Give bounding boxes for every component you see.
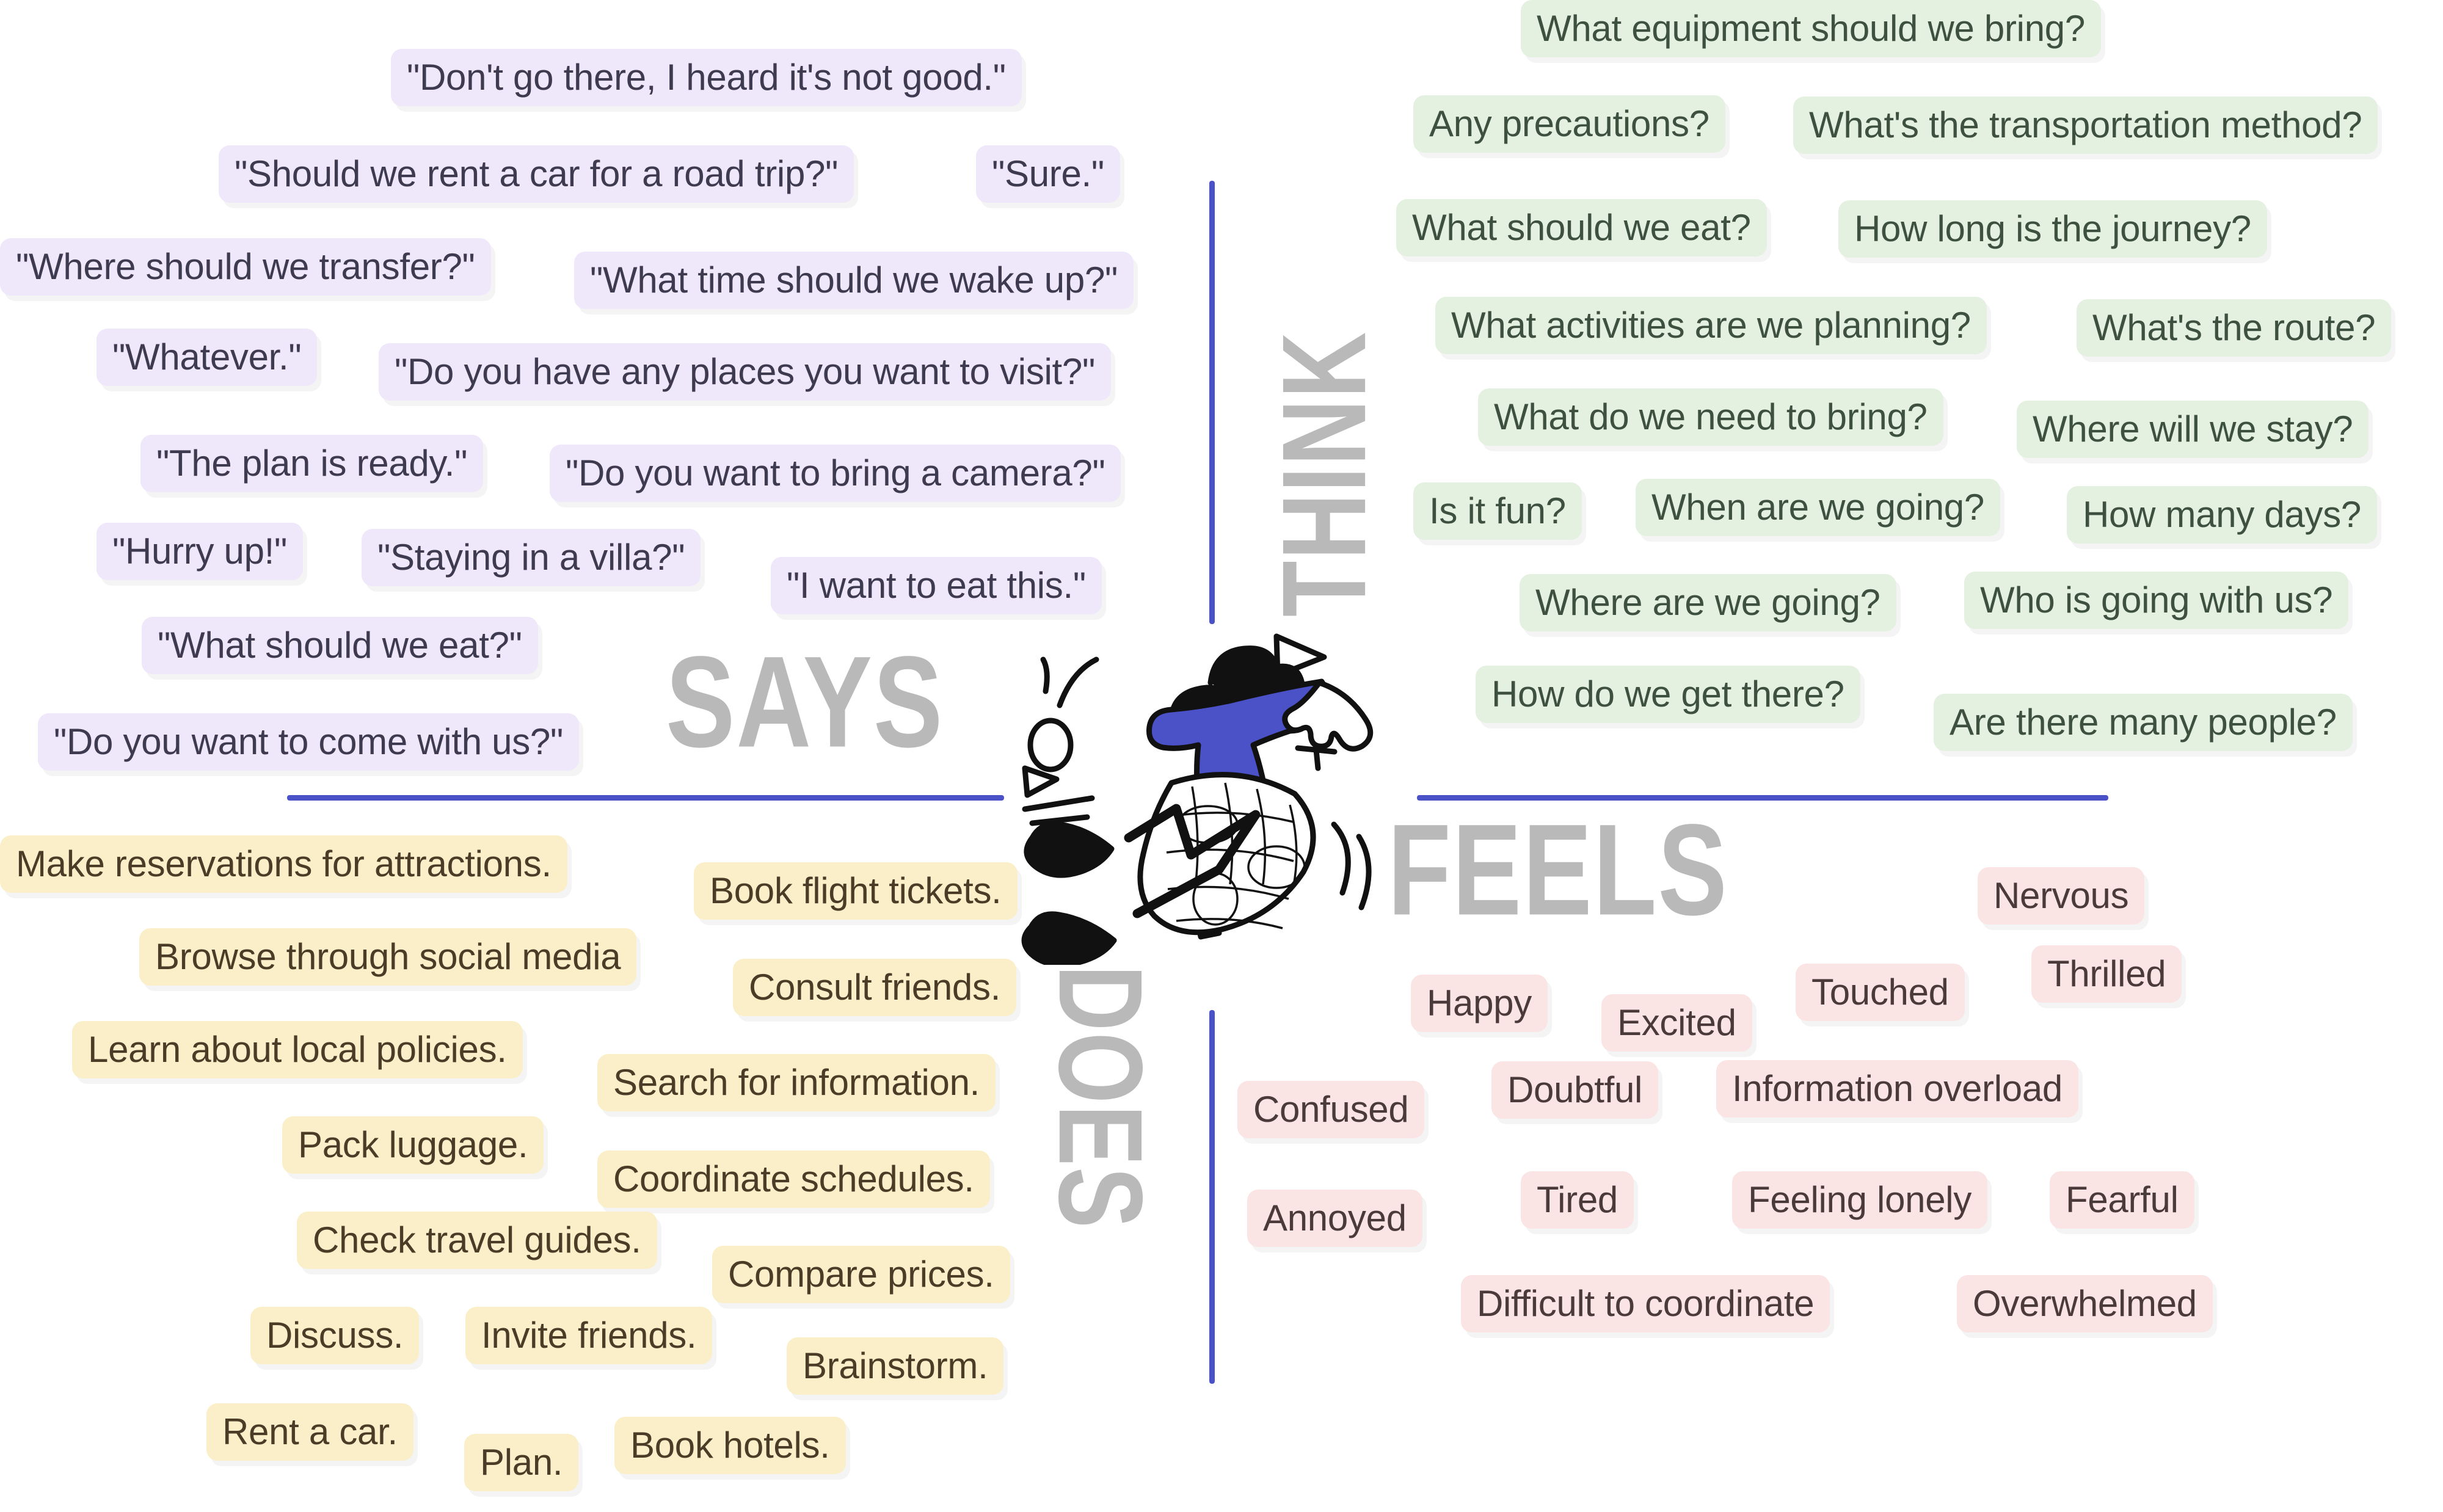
think-tag[interactable]: What should we eat?: [1396, 199, 1767, 256]
divider-says-does: [287, 795, 1004, 801]
feels-tag[interactable]: Difficult to coordinate: [1461, 1275, 1830, 1332]
does-tag[interactable]: Book hotels.: [614, 1417, 846, 1474]
does-tag[interactable]: Learn about local policies.: [72, 1021, 523, 1078]
does-tag[interactable]: Invite friends.: [465, 1307, 713, 1364]
says-tag[interactable]: "The plan is ready.": [140, 435, 484, 492]
think-tag[interactable]: Where are we going?: [1520, 574, 1896, 631]
quadrant-title-does: DOES: [1034, 965, 1168, 1230]
feels-tag[interactable]: Doubtful: [1491, 1061, 1659, 1119]
feels-tag[interactable]: Confused: [1237, 1081, 1425, 1138]
does-tag[interactable]: Search for information.: [597, 1054, 996, 1111]
does-tag[interactable]: Plan.: [464, 1434, 579, 1491]
feels-tag[interactable]: Annoyed: [1247, 1190, 1422, 1247]
says-tag[interactable]: "Staying in a villa?": [362, 529, 701, 586]
does-tag[interactable]: Pack luggage.: [282, 1116, 544, 1174]
says-tag[interactable]: "Don't go there, I heard it's not good.": [391, 49, 1022, 106]
says-tag[interactable]: "What should we eat?": [142, 617, 538, 674]
feels-tag[interactable]: Information overload: [1716, 1060, 2078, 1118]
divider-think-feels: [1417, 795, 2108, 801]
person-jumping-illustration: [1014, 623, 1393, 968]
does-tag[interactable]: Consult friends.: [733, 959, 1017, 1016]
feels-tag[interactable]: Feeling lonely: [1732, 1171, 1988, 1229]
think-tag[interactable]: Any precautions?: [1413, 95, 1725, 153]
think-tag[interactable]: How do we get there?: [1476, 666, 1860, 723]
think-tag[interactable]: What's the transportation method?: [1793, 96, 2378, 154]
says-tag[interactable]: "Do you have any places you want to visi…: [379, 343, 1111, 401]
divider-says-think: [1209, 181, 1215, 624]
quadrant-title-says: SAYS: [666, 630, 944, 775]
think-tag[interactable]: What equipment should we bring?: [1521, 0, 2101, 57]
says-tag[interactable]: "Sure.": [976, 145, 1120, 203]
does-tag[interactable]: Coordinate schedules.: [597, 1150, 990, 1208]
does-tag[interactable]: Browse through social media: [139, 928, 637, 986]
says-tag[interactable]: "Do you want to come with us?": [38, 713, 579, 771]
says-tag[interactable]: "Should we rent a car for a road trip?": [219, 145, 854, 203]
does-tag[interactable]: Compare prices.: [712, 1246, 1010, 1303]
does-tag[interactable]: Book flight tickets.: [694, 862, 1018, 920]
does-tag[interactable]: Discuss.: [250, 1307, 420, 1364]
feels-tag[interactable]: Overwhelmed: [1957, 1275, 2213, 1332]
think-tag[interactable]: Where will we stay?: [2017, 401, 2369, 458]
feels-tag[interactable]: Happy: [1411, 975, 1548, 1032]
does-tag[interactable]: Rent a car.: [206, 1403, 413, 1461]
quadrant-title-feels: FEELS: [1388, 798, 1728, 943]
says-tag[interactable]: "Where should we transfer?": [0, 238, 491, 296]
think-tag[interactable]: Who is going with us?: [1964, 572, 2349, 629]
think-tag[interactable]: When are we going?: [1636, 479, 2000, 536]
quadrant-title-think: THINK: [1257, 330, 1391, 617]
says-tag[interactable]: "What time should we wake up?": [574, 252, 1134, 309]
does-tag[interactable]: Make reservations for attractions.: [0, 835, 567, 893]
says-tag[interactable]: "Whatever.": [96, 329, 318, 386]
think-tag[interactable]: How many days?: [2067, 486, 2377, 543]
does-tag[interactable]: Check travel guides.: [297, 1212, 657, 1269]
feels-tag[interactable]: Nervous: [1978, 867, 2145, 925]
think-tag[interactable]: Is it fun?: [1413, 482, 1582, 540]
think-tag[interactable]: What activities are we planning?: [1435, 297, 1987, 354]
says-tag[interactable]: "Do you want to bring a camera?": [550, 445, 1121, 502]
feels-tag[interactable]: Excited: [1601, 994, 1752, 1052]
feels-tag[interactable]: Touched: [1796, 964, 1965, 1021]
feels-tag[interactable]: Fearful: [2050, 1171, 2194, 1229]
think-tag[interactable]: What's the route?: [2077, 299, 2392, 357]
does-tag[interactable]: Brainstorm.: [787, 1337, 1004, 1395]
think-tag[interactable]: Are there many people?: [1934, 694, 2353, 751]
says-tag[interactable]: "I want to eat this.": [771, 557, 1102, 614]
feels-tag[interactable]: Thrilled: [2031, 945, 2182, 1003]
think-tag[interactable]: What do we need to bring?: [1478, 388, 1943, 446]
think-tag[interactable]: How long is the journey?: [1838, 200, 2267, 258]
divider-does-feels: [1209, 1010, 1215, 1384]
feels-tag[interactable]: Tired: [1521, 1171, 1634, 1229]
says-tag[interactable]: "Hurry up!": [96, 523, 304, 580]
